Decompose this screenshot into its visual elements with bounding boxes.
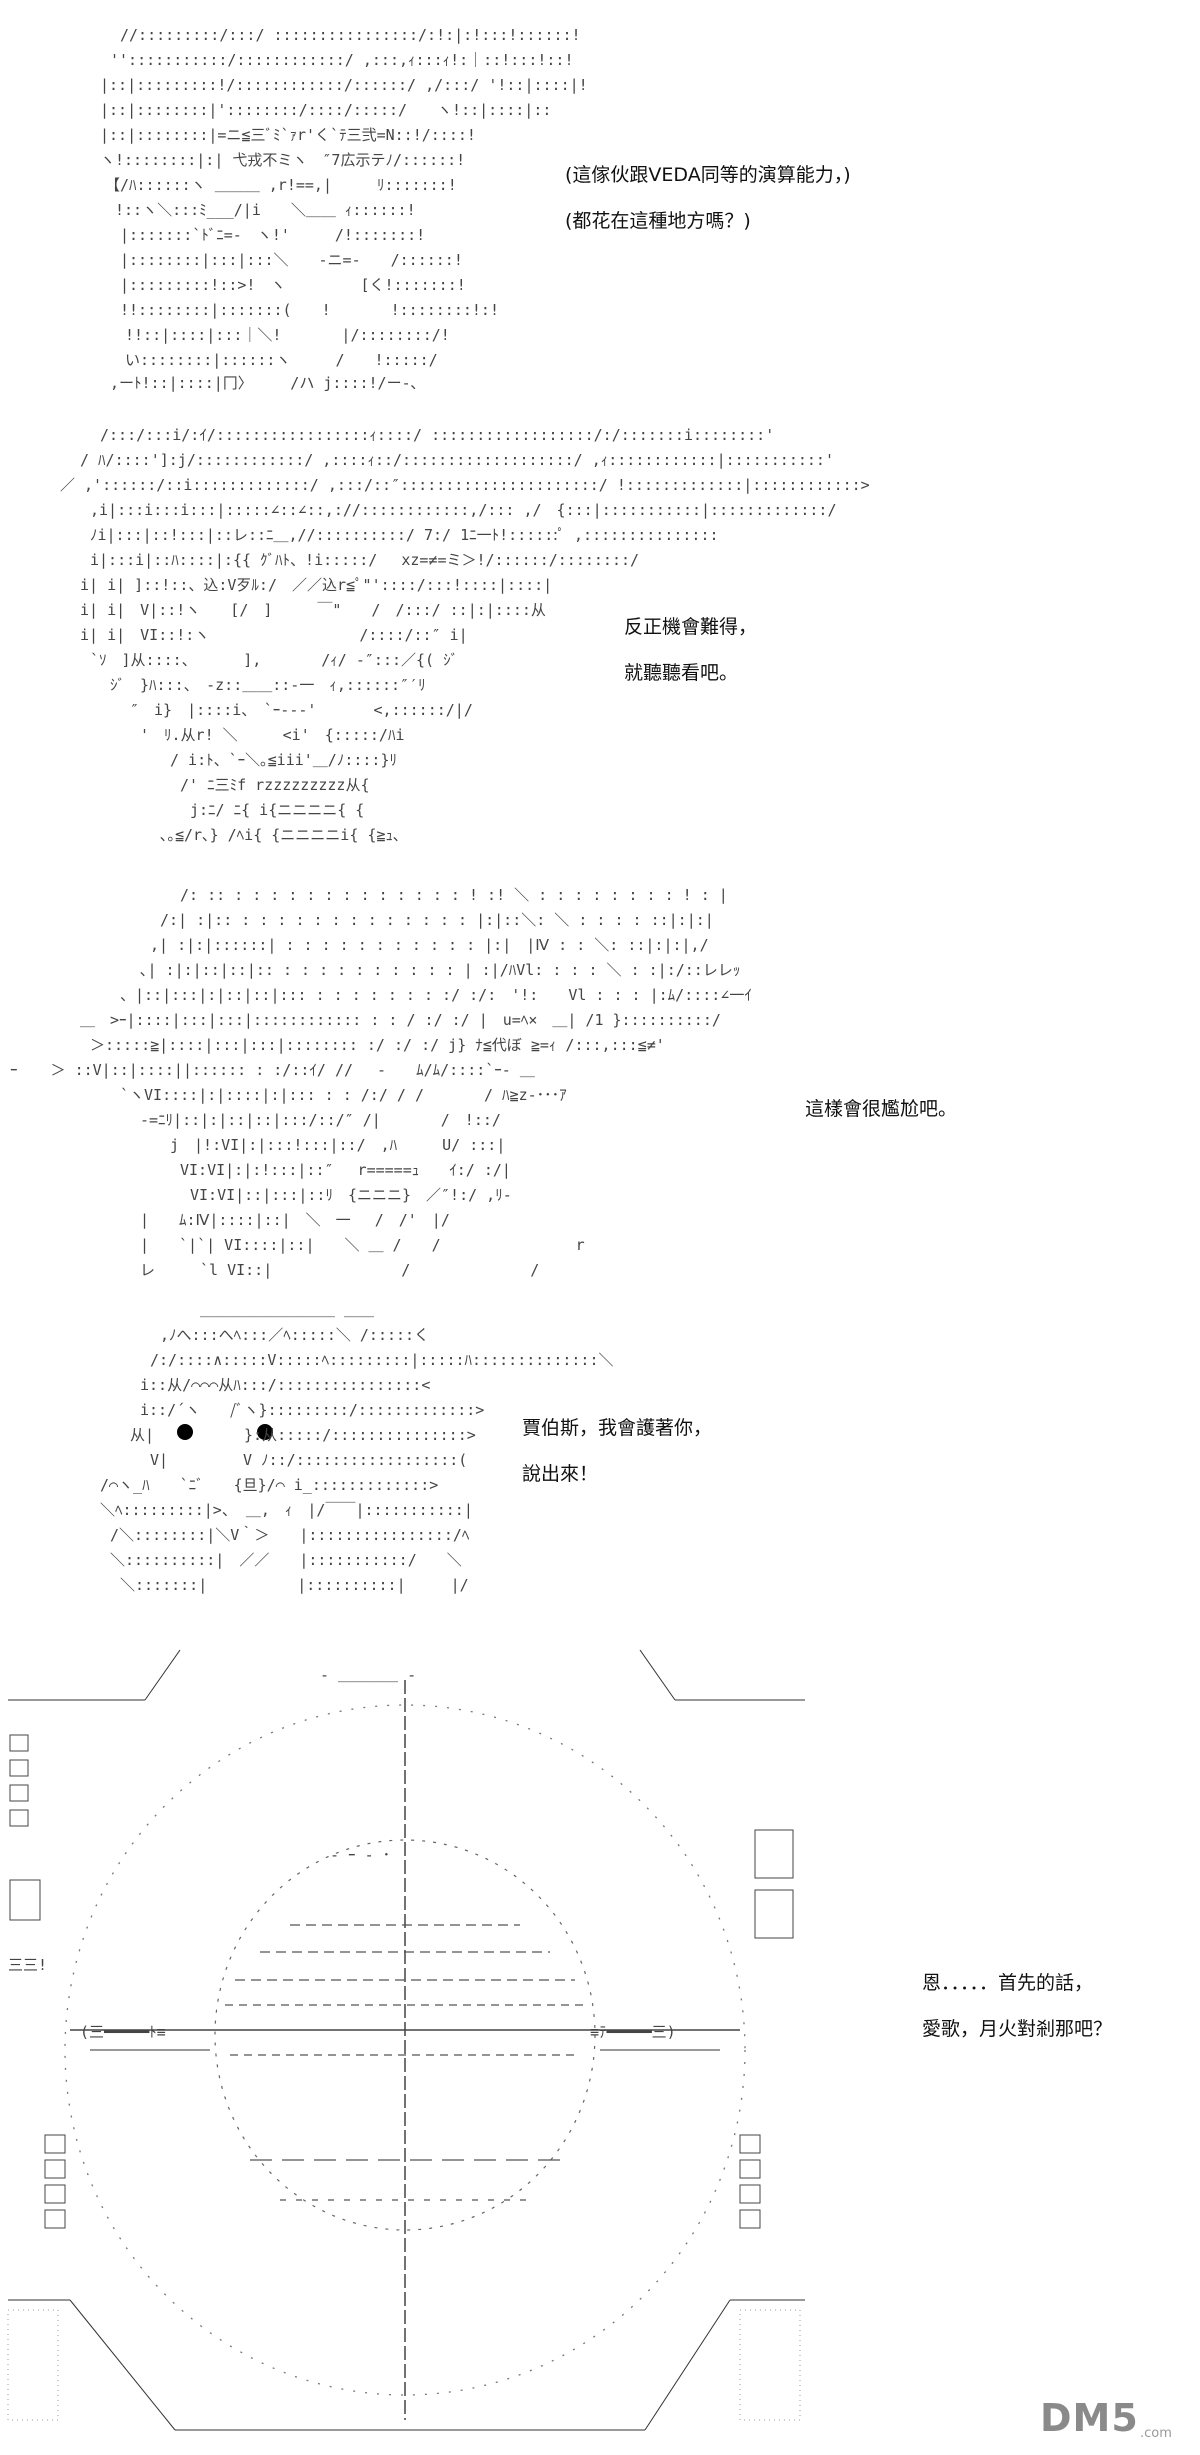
svg-text:″ i} |::::i、 `ｰ---' <,::::: ″ i} |::::i、 `ｰ---' <,::::::/|/: [130, 701, 473, 719]
svg-text:/ ﾊ/::::']:j/::::::::::::/ ,::: / ﾊ/::::']:j/::::::::::::/ ,::::ｨ::/::::…: [80, 451, 834, 469]
svg-text:/＼::::::::|＼V｀＞ |::::::::::::: /＼::::::::|＼V｀＞ |::::::::::::::::/ﾍ: [110, 1525, 470, 1544]
dialogue-line: 就聽聽看吧。: [624, 662, 739, 684]
svg-text:ｰ ＞ ::V|::|::::||:::::: : :: ｰ ＞ ::V|::|::::||:::::: : :/::ｲ/ // - ﾑ/…: [10, 1061, 535, 1079]
svg-text:VI:VI|:|:!:::|::″ r=====ｭ ｲ:: VI:VI|:|:!:::|::″ r=====ｭ ｲ:/ :/|: [180, 1161, 511, 1179]
eye-right-mark: [257, 1424, 273, 1440]
svg-text:＿＿＿＿＿＿＿＿＿ ＿＿: ＿＿＿＿＿＿＿＿＿ ＿＿: [200, 1301, 374, 1319]
dialogue-line: 恩．．．．．首先的話，: [922, 1972, 1094, 1994]
svg-text:＼::::::::::| ／／ |:::::::::::/: ＼::::::::::| ／／ |:::::::::::/ ＼: [110, 1551, 462, 1569]
svg-text:,i|:::i:::i:::|:::::∠::∠::,://: ,i|:::i:::i:::|:::::∠::∠::,://::::::::::…: [90, 501, 837, 519]
svg-text:从| }:从:::::/:::::::::::::: 从| }:从:::::/:::::::::::::::>: [130, 1426, 476, 1444]
svg-text:ﾉi|:::|::!:::|::レ::ﾆ＿,//::::::: ﾉi|:::|::!:::|::レ::ﾆ＿,//::::::::::/ 7:/ …: [90, 526, 719, 544]
eye-left-mark: [177, 1424, 193, 1440]
svg-text:い::::::::|::::::ヽ / !:::::/: い::::::::|::::::ヽ / !:::::/: [125, 351, 438, 369]
watermark-brand: DM5: [1040, 2396, 1139, 2440]
svg-text:- ＿＿＿＿ -: - ＿＿＿＿ -: [320, 1666, 416, 1684]
svg-text://:::::::::/:::/ :::::::::::::: //:::::::::/:::/ ::::::::::::::::/:!:|:!…: [120, 26, 581, 44]
ascii-art-character-1: //:::::::::/:::/ ::::::::::::::::/:!:|:!…: [80, 10, 588, 392]
ascii-art-scope-diagram: (三━━━━━ﾄ≡ ≡ﾃ━━━━━三) - ＿＿＿＿ - - ｰ - ･ 三三!: [0, 1640, 820, 2455]
svg-text:!!::|::::|:::｜＼! |/::::::::: !!::|::::|:::｜＼! |/::::::::/!: [125, 326, 450, 344]
svg-text:､｡≦/r､} /ﾍi{ {ニニニニi{ {≧ｭ､: ､｡≦/r､} /ﾍi{ {ニニニニi{ {≧ｭ､: [160, 826, 400, 844]
dialogue-1: (這傢伙跟VEDA同等的演算能力，) (都花在這種地方嗎？): [565, 152, 851, 244]
svg-text:i| i| V|::!ヽ [/ ] ￣" / /::: i| i| V|::!ヽ [/ ] ￣" / /:::/ ::|:|::::从: [80, 601, 546, 619]
svg-text:j |!:VI|:|:::!:::|::/ ,ﾊ U/: j |!:VI|:|:::!:::|::/ ,ﾊ U/ :::|: [170, 1136, 505, 1154]
svg-text:!::ヽ＼:::ﾐ___/|i ＼＿＿ ｨ::::::!: !::ヽ＼:::ﾐ___/|i ＼＿＿ ｨ::::::!: [115, 201, 416, 219]
svg-text:､| :|:|::|::|:: : : : : : : :: ､| :|:|::|::|:: : : : : : : : : : : | :|…: [140, 961, 740, 979]
dialogue-5: 恩．．．．．首先的話， 愛歌，月火對剎那吧？: [922, 1960, 1112, 2052]
dialogue-line: 賈伯斯，我會護著你，: [522, 1417, 713, 1439]
svg-text:!!::::::::|:::::::( ! !:::: !!::::::::|:::::::( ! !::::::::!:!: [120, 301, 499, 319]
left-column-blocks: 三三!: [8, 1734, 66, 2229]
svg-text:| `|`| VI::::|::| ＼ ＿ / /: | `|`| VI::::|::| ＼ ＿ / / r: [140, 1236, 585, 1254]
ascii-art-character-4: ＿＿＿＿＿＿＿＿＿ ＿＿ ,ﾉへ:::へﾍ:::／ﾍ:::::＼ /:::::く…: [90, 1300, 613, 1600]
dialogue-2: 反正機會難得， 就聽聽看吧。: [624, 604, 757, 696]
svg-text:- ｰ - ･: - ｰ - ･: [330, 1846, 390, 1864]
right-column-blocks: [739, 1829, 794, 2229]
svg-text:|::::::::|:::|:::＼ -ニ=- /:::: |::::::::|:::|:::＼ -ニ=- /::::::!: [120, 251, 463, 269]
svg-text:|::|::::::::|'::::::::/::::/::: |::|::::::::|'::::::::/::::/:::::/ ヽ!::|…: [100, 101, 551, 119]
dialogue-line: 這樣會很尷尬吧。: [805, 1098, 958, 1120]
svg-text:＿ >ｰ|::::|:::|:::|::::::::::::: ＿ >ｰ|::::|:::|:::|:::::::::::: : : / :/ …: [80, 1011, 721, 1029]
svg-text:V| V ﾉ::/:::::::::::::::::: V| V ﾉ::/::::::::::::::::::(: [150, 1451, 467, 1469]
dialogue-line: 愛歌，月火對剎那吧？: [922, 2018, 1113, 2040]
svg-text:i::从/⌒⌒⌒从ﾊ:::/::::::::::::::::: i::从/⌒⌒⌒从ﾊ:::/::::::::::::::::<: [140, 1376, 430, 1394]
svg-text:/' ﾆ三ﾐf rzzzzzzzzz从{: /' ﾆ三ﾐf rzzzzzzzzz从{: [180, 776, 370, 794]
ascii-art-character-2: /:::/:::i/:ｲ/:::::::::::::::::ｨ::::/ :::…: [40, 420, 870, 850]
svg-text:|::|:::::::::!/::::::::::::/::: |::|:::::::::!/::::::::::::/::::::/ ,/::…: [100, 76, 588, 94]
dialogue-line: (都花在這種地方嗎？): [565, 210, 751, 232]
dialogue-3: 這樣會很尷尬吧。: [805, 1086, 957, 1132]
svg-text:＼ﾍ:::::::::|>、 ＿, ｨ |/￣￣|:::::: ＼ﾍ:::::::::|>、 ＿, ｨ |/￣￣|:::::::::::|: [100, 1501, 473, 1519]
svg-text:,ﾉへ:::へﾍ:::／ﾍ:::::＼ /:::::く: ,ﾉへ:::へﾍ:::／ﾍ:::::＼ /:::::く: [160, 1326, 429, 1344]
svg-text:-=ﾆﾘ|::|:|::|::|:::/::/″ /|: -=ﾆﾘ|::|:|::|::|:::/::/″ /| / !::/: [140, 1111, 501, 1129]
watermark-domain: .com: [1140, 2426, 1172, 2441]
svg-text:i|:::i|::ﾊ::::|:{{ ｸﾞﾊﾄ、!i::::: i|:::i|::ﾊ::::|:{{ ｸﾞﾊﾄ、!i:::::/ xz=≠=ミ＞…: [90, 551, 639, 569]
svg-text:【/ﾊ::::::ヽ ＿＿＿ ,r!==,| ﾘ::::: 【/ﾊ::::::ヽ ＿＿＿ ,r!==,| ﾘ:::::::!: [105, 176, 457, 194]
svg-text:i| i| ]::!::、込:V歹ﾙ:/ ／／込r≦ﾟ"':: i| i| ]::!::、込:V歹ﾙ:/ ／／込r≦ﾟ"'::::/:::!::…: [80, 576, 552, 594]
svg-text:/:::/:::i/:ｲ/:::::::::::::::::: /:::/:::i/:ｲ/:::::::::::::::::ｨ::::/ :::…: [100, 426, 774, 444]
svg-text:i::/´ヽ /ﾞヽ}:::::::::/::::::::: i::/´ヽ /ﾞヽ}:::::::::/:::::::::::::>: [140, 1401, 484, 1419]
svg-text:' ﾘ.从r! ＼ <i' {:::::/ﾊi: ' ﾘ.从r! ＼ <i' {:::::/ﾊi: [140, 726, 405, 744]
watermark-logo: DM5 .com: [1040, 2393, 1190, 2445]
svg-text:|::|::::::::|=ニ≦三ﾞﾐ`ｧr'く`ﾃ三弐=N: |::|::::::::|=ニ≦三ﾞﾐ`ｧr'く`ﾃ三弐=N::!/::::!: [100, 126, 476, 144]
svg-text:＼:::::::| |::::::::::|: ＼:::::::| |::::::::::| |/: [120, 1576, 469, 1594]
svg-text:＞:::::≧|::::|:::|:::|::::::::: ＞:::::≧|::::|:::|:::|:::::::: :/ :/ :/ j…: [90, 1036, 665, 1054]
svg-text:、|::|:::|:|::|::|::: : : : : :: 、|::|:::|:|::|::|::: : : : : : : : :/ :/…: [120, 986, 752, 1004]
svg-text:/⌒ヽ_ﾊ `ﾆﾞ {旦}/⌒ i_::::::::::: /⌒ヽ_ﾊ `ﾆﾞ {旦}/⌒ i_:::::::::::::>: [100, 1476, 438, 1494]
svg-text:VI:VI|::|:::|::ﾘ {ニニニ} ／″!:/ ,: VI:VI|::|:::|::ﾘ {ニニニ} ／″!:/ ,ﾘ-: [190, 1186, 512, 1204]
panel-1: //:::::::::/:::/ ::::::::::::::::/:!:|:!…: [0, 0, 1200, 400]
dialogue-line: 反正機會難得，: [624, 616, 758, 638]
svg-text:,| :|:|::::::| : : : : : : : :: ,| :|:|::::::| : : : : : : : : : : : |:|…: [150, 936, 709, 954]
svg-text:/:| :|:: : : : : : : : : : : :: /:| :|:: : : : : : : : : : : : : : |:|::…: [160, 911, 714, 929]
svg-text:/ i:ﾄ、`ｰ＼｡≦iii'＿/ﾉ::::}ﾘ: / i:ﾄ、`ｰ＼｡≦iii'＿/ﾉ::::}ﾘ: [170, 751, 397, 769]
ascii-art-character-3: /: :: : : : : : : : : : : : : : ! :! ＼ :…: [0, 880, 760, 1290]
svg-text:j:ﾆ/ ﾆ{ i{ニニニニ{ {: j:ﾆ/ ﾆ{ i{ニニニニ{ {: [190, 801, 364, 819]
svg-text:`ヽVI::::|:|::::|:|::: : : /:/: `ヽVI::::|:|::::|:|::: : : /:/ / / / ﾊ≧z-…: [120, 1086, 567, 1104]
dialogue-4: 賈伯斯，我會護著你， 說出來！: [522, 1405, 712, 1497]
svg-text:ｼﾞ }ﾊ:::、 -z::＿＿::-一 ｨ,::::::″: ｼﾞ }ﾊ:::、 -z::＿＿::-一 ｨ,::::::″′ﾘ: [110, 676, 426, 694]
svg-text:≡ﾃ━━━━━三): ≡ﾃ━━━━━三): [590, 2023, 676, 2041]
svg-text:レ `l VI::| /: レ `l VI::| / /: [140, 1261, 539, 1279]
svg-text:'':::::::::::/::::::::::::/ ,:: '':::::::::::/::::::::::::/ ,:::,ｨ:::ｨ!:…: [110, 51, 573, 69]
svg-text:／ ,'::::::/::i:::::::::::::/ ,: ／ ,'::::::/::i:::::::::::::/ ,:::/::″:::…: [60, 476, 870, 494]
panel-2: /:::/:::i/:ｲ/:::::::::::::::::ｨ::::/ :::…: [0, 410, 1200, 850]
svg-text:`ｿ ]从::::、 ], /ｨ/ -″:::／: `ｿ ]从::::、 ], /ｨ/ -″:::／{( ｼﾞ: [90, 651, 458, 669]
svg-text:(三━━━━━ﾄ≡: (三━━━━━ﾄ≡: [80, 2023, 166, 2041]
svg-text:|:::::::::!::>! ヽ [く!:::::: |:::::::::!::>! ヽ [く!:::::::!: [120, 276, 466, 294]
svg-text:ヽ!::::::::|:| 弋戎不ミヽ ″7広示テﾉ/:::: ヽ!::::::::|:| 弋戎不ミヽ ″7広示テﾉ/::::::!: [100, 151, 465, 169]
svg-text:三三!: 三三!: [8, 1956, 47, 1974]
svg-text:,ーﾄ!::|::::|冂〉 /ハ j::::!/ー-､: ,ーﾄ!::|::::|冂〉 /ハ j::::!/ー-､: [110, 374, 418, 392]
svg-text:/:/::::∧:::::V:::::ﾍ:::::::::|: /:/::::∧:::::V:::::ﾍ:::::::::|:::::ﾊ::::…: [150, 1351, 613, 1369]
panel-5: (三━━━━━ﾄ≡ ≡ﾃ━━━━━三) - ＿＿＿＿ - - ｰ - ･ 三三!: [0, 1640, 1200, 2455]
svg-text:/: :: : : : : : : : : : : : :: /: :: : : : : : : : : : : : : : ! :! ＼ :…: [180, 886, 728, 904]
panel-3: /: :: : : : : : : : : : : : : : ! :! ＼ :…: [0, 870, 1200, 1290]
panel-4: ＿＿＿＿＿＿＿＿＿ ＿＿ ,ﾉへ:::へﾍ:::／ﾍ:::::＼ /:::::く…: [0, 1300, 1200, 1600]
svg-text:i| i| VI::!:ヽ /::::/:: i| i| VI::!:ヽ /::::/::″ i|: [80, 626, 468, 644]
svg-text:| ﾑ:Ⅳ|::::|::| ＼ 一 / /' |/: | ﾑ:Ⅳ|::::|::| ＼ 一 / /' |/: [140, 1211, 450, 1229]
dialogue-line: (這傢伙跟VEDA同等的演算能力，): [565, 164, 851, 186]
dialogue-line: 說出來！: [522, 1463, 599, 1485]
svg-text:|:::::::`ﾄﾞﾆ=- ヽ!' /!:::::::: |:::::::`ﾄﾞﾆ=- ヽ!' /!:::::::!: [120, 226, 425, 244]
